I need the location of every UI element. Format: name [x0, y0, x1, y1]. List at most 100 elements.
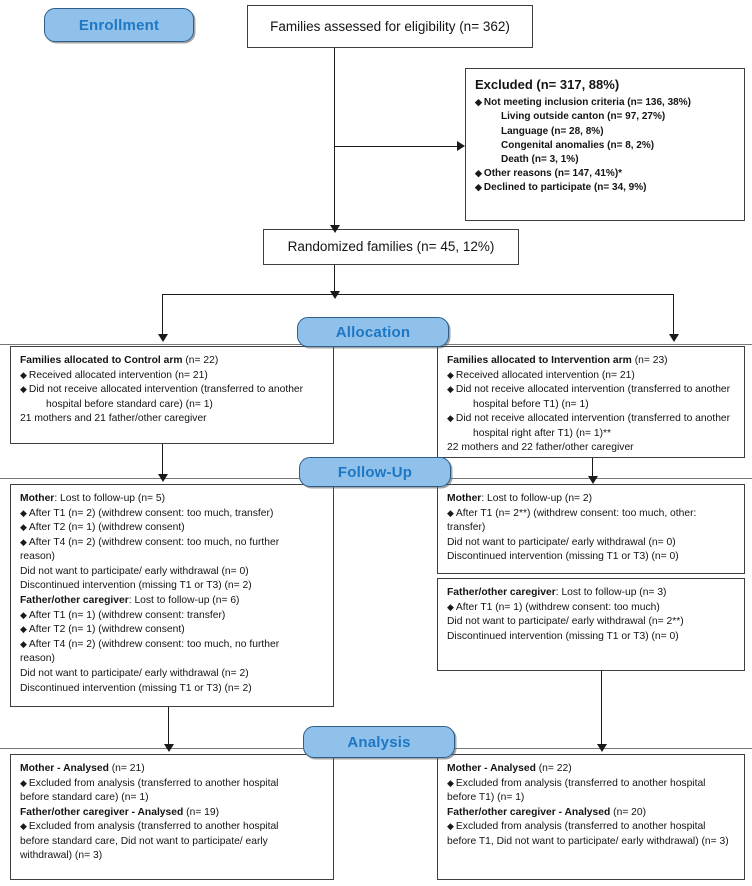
analysis-control-line: before standard care, Did not want to pa…	[20, 835, 268, 847]
followup-intervention-father-bold: Father/other caregiver	[447, 587, 556, 598]
followup-control-line-bold: Father/other caregiver	[20, 595, 129, 607]
allocation-intervention-title-n: (n= 23)	[631, 355, 668, 366]
connector-followup-control-to-analysis	[168, 707, 169, 748]
bullet-glyph: ◆	[447, 601, 454, 612]
bullet-glyph: ◆	[20, 507, 27, 518]
bullet-glyph: ◆	[20, 777, 27, 788]
excluded-item: ◆Not meeting inclusion criteria (n= 136,…	[475, 96, 735, 109]
followup-control-line: Did not want to participate/ early withd…	[20, 667, 249, 679]
arrowhead-analysis-left	[164, 744, 174, 752]
followup-control-line-text: After T4 (n= 2) (withdrew consent: too m…	[28, 536, 280, 548]
followup-intervention-father-rest: : Lost to follow-up (n= 3)	[555, 587, 667, 598]
followup-control-line: Mother: Lost to follow-up (n= 5)	[20, 492, 324, 506]
bullet-glyph: ◆	[20, 624, 27, 635]
followup-intervention-father-text: After T1 (n= 1) (withdrew consent: too m…	[455, 601, 660, 613]
allocation-control-line-text: Did not receive allocated intervention (…	[28, 384, 304, 396]
followup-intervention-father-line: Discontinued intervention (missing T1 or…	[447, 630, 679, 642]
followup-control-line-rest: : Lost to follow-up (n= 5)	[54, 493, 166, 504]
allocation-intervention-line: ◆Did not receive allocated intervention …	[447, 412, 735, 426]
followup-control-line: ◆After T4 (n= 2) (withdrew consent: too …	[20, 536, 324, 550]
allocation-control-line: ◆Did not receive allocated intervention …	[20, 383, 324, 397]
excluded-item: ◆Declined to participate (n= 34, 9%)	[475, 181, 735, 194]
followup-intervention-father-line: Did not want to participate/ early withd…	[447, 616, 684, 628]
followup-control-line: Discontinued intervention (missing T1 or…	[20, 580, 252, 592]
bullet-glyph: ◆	[20, 384, 27, 395]
bullet-glyph: ◆	[447, 413, 454, 424]
followup-intervention-mother-line: Mother: Lost to follow-up (n= 2)	[447, 492, 735, 506]
allocation-intervention-line: 22 mothers and 22 father/other caregiver	[447, 442, 634, 454]
box-allocation-control: Families allocated to Control arm (n= 22…	[10, 346, 334, 444]
excluded-title: Excluded (n= 317, 88%)	[475, 77, 620, 92]
followup-control-line: Discontinued intervention (missing T1 or…	[20, 682, 252, 694]
box-followup-intervention-mother: Mother: Lost to follow-up (n= 2) ◆After …	[437, 484, 745, 574]
connector-split-right-leg	[673, 294, 674, 336]
followup-control-line: ◆After T4 (n= 2) (withdrew consent: too …	[20, 638, 324, 652]
followup-control-line-text: After T1 (n= 1) (withdrew consent: trans…	[28, 609, 226, 621]
allocation-intervention-line: ◆Did not receive allocated intervention …	[447, 383, 735, 397]
bullet-glyph: ◆	[475, 168, 482, 179]
excluded-item: Language (n= 28, 8%)	[501, 125, 604, 137]
followup-intervention-father-line: ◆After T1 (n= 1) (withdrew consent: too …	[447, 601, 735, 615]
followup-intervention-father-line: Father/other caregiver: Lost to follow-u…	[447, 586, 735, 600]
bullet-glyph: ◆	[447, 507, 454, 518]
excluded-item-text: Not meeting inclusion criteria (n= 136, …	[483, 97, 691, 109]
excluded-items: ◆Not meeting inclusion criteria (n= 136,…	[475, 96, 735, 194]
analysis-intervention-line: ◆Excluded from analysis (transferred to …	[447, 777, 735, 791]
followup-control-line-rest: : Lost to follow-up (n= 6)	[128, 595, 240, 607]
excluded-item-text: Other reasons (n= 147, 41%)*	[483, 168, 623, 180]
followup-control-line: ◆After T2 (n= 1) (withdrew consent)	[20, 623, 324, 637]
followup-intervention-mother-line: Did not want to participate/ early withd…	[447, 536, 676, 548]
followup-control-line: Father/other caregiver: Lost to follow-u…	[20, 594, 324, 608]
box-allocation-intervention: Families allocated to Intervention arm (…	[437, 346, 745, 458]
analysis-intervention-line: Father/other caregiver - Analysed (n= 20…	[447, 806, 735, 820]
bullet-glyph: ◆	[447, 384, 454, 395]
excluded-item: Congenital anomalies (n= 8, 2%)	[501, 139, 655, 151]
followup-intervention-mother-rest: : Lost to follow-up (n= 2)	[481, 493, 593, 504]
analysis-intervention-line: before T1, Did not want to participate/ …	[447, 835, 729, 847]
analysis-control-line: withdrawal) (n= 3)	[20, 850, 103, 862]
bullet-glyph: ◆	[20, 638, 27, 649]
connector-followup-intervention-to-analysis	[601, 671, 602, 748]
bullet-glyph: ◆	[475, 97, 482, 108]
followup-control-line: Did not want to participate/ early withd…	[20, 565, 249, 577]
allocation-intervention-line-text: Received allocated intervention (n= 21)	[455, 369, 635, 381]
box-analysis-intervention: Mother - Analysed (n= 22) ◆Excluded from…	[437, 754, 745, 880]
stage-pill-followup: Follow-Up	[299, 457, 451, 487]
allocation-intervention-line: hospital right after T1) (n= 1)**	[473, 427, 612, 439]
followup-control-line-text: After T2 (n= 1) (withdrew consent)	[28, 624, 185, 636]
analysis-intervention-rest: (n= 20)	[610, 806, 647, 818]
excluded-item: Death (n= 3, 1%)	[501, 153, 579, 165]
analysis-control-rest: (n= 21)	[108, 763, 145, 774]
analysis-intervention-text: Excluded from analysis (transferred to a…	[455, 821, 706, 833]
stage-pill-followup-label: Follow-Up	[337, 463, 413, 481]
connector-control-to-followup	[162, 444, 163, 478]
followup-control-line: ◆After T2 (n= 1) (withdrew consent)	[20, 521, 324, 535]
followup-control-line: ◆After T1 (n= 1) (withdrew consent: tran…	[20, 609, 324, 623]
stage-pill-allocation-label: Allocation	[335, 323, 411, 341]
bullet-glyph: ◆	[447, 777, 454, 788]
allocation-control-line: ◆Received allocated intervention (n= 21)	[20, 369, 324, 383]
analysis-control-line: Mother - Analysed (n= 21)	[20, 762, 324, 776]
bullet-glyph: ◆	[20, 821, 27, 832]
box-assessed-for-eligibility: Families assessed for eligibility (n= 36…	[247, 5, 533, 48]
allocation-control-line-text: Received allocated intervention (n= 21)	[28, 369, 208, 381]
followup-intervention-mother-text: After T1 (n= 2**) (withdrew consent: too…	[455, 507, 697, 519]
analysis-intervention-text: Excluded from analysis (transferred to a…	[455, 777, 706, 789]
box-followup-control: Mother: Lost to follow-up (n= 5) ◆After …	[10, 484, 334, 707]
randomized-text: Randomized families (n= 45, 12%)	[287, 239, 495, 255]
stage-pill-enrollment-label: Enrollment	[78, 16, 160, 34]
box-analysis-control: Mother - Analysed (n= 21) ◆Excluded from…	[10, 754, 334, 880]
analysis-intervention-line: ◆Excluded from analysis (transferred to …	[447, 820, 735, 834]
analysis-control-line: ◆Excluded from analysis (transferred to …	[20, 820, 324, 834]
followup-intervention-mother-line: Discontinued intervention (missing T1 or…	[447, 551, 679, 563]
allocation-intervention-title-text: Families allocated to Intervention arm	[447, 355, 632, 366]
followup-control-line: ◆After T1 (n= 2) (withdrew consent: too …	[20, 507, 324, 521]
analysis-control-text: Excluded from analysis (transferred to a…	[28, 777, 279, 789]
bullet-glyph: ◆	[447, 369, 454, 380]
stage-pill-analysis-label: Analysis	[347, 733, 411, 751]
bullet-glyph: ◆	[20, 609, 27, 620]
analysis-intervention-bold: Mother - Analysed	[447, 763, 536, 774]
bullet-glyph: ◆	[20, 536, 27, 547]
arrowhead-followup-right	[588, 476, 598, 484]
allocation-control-line: 21 mothers and 21 father/other caregiver	[20, 413, 207, 425]
